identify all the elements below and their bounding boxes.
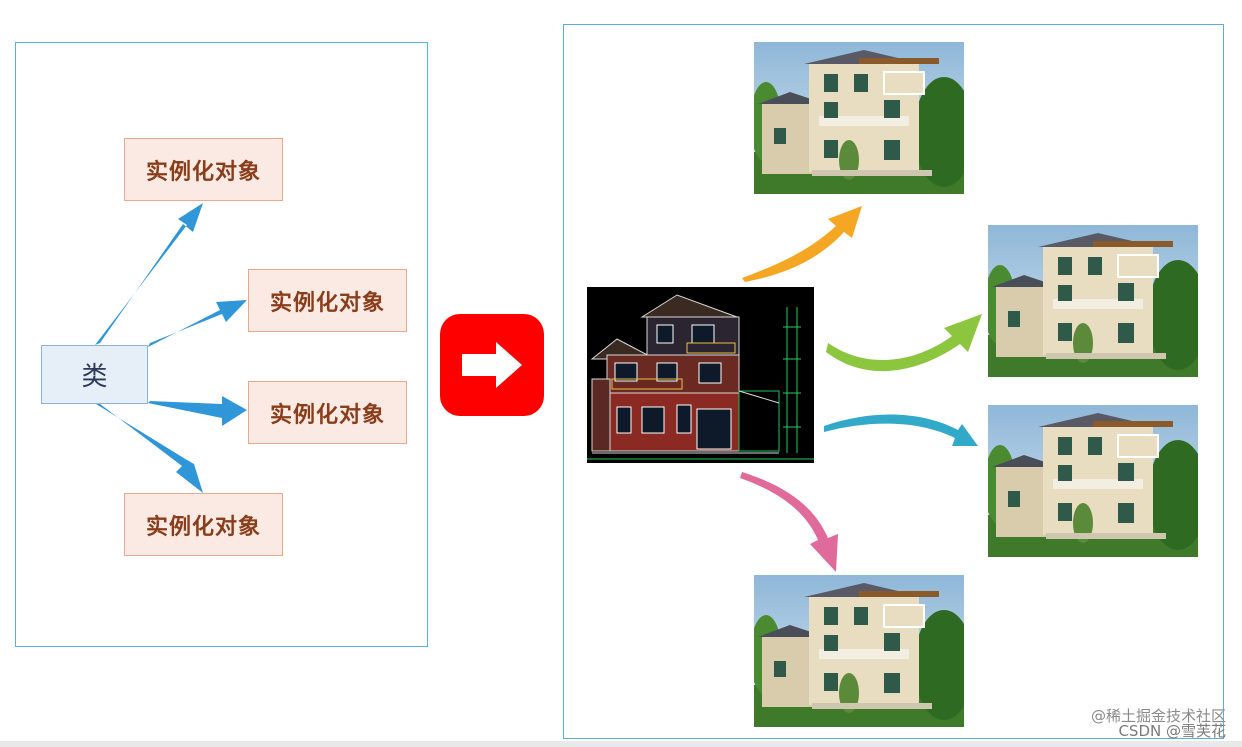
watermark-csdn: CSDN @雪芙花 (1118, 722, 1226, 740)
class-box: 类 (41, 345, 148, 404)
right-arrow-icon (462, 342, 522, 388)
watermark-juejin: @稀土掘金技术社区 (1090, 707, 1226, 725)
instance-label-2: 实例化对象 (269, 289, 385, 316)
house-photo-3 (988, 405, 1198, 557)
instance-box-3: 实例化对象 (248, 381, 407, 444)
instance-box-2: 实例化对象 (248, 269, 407, 332)
house-blueprint-image (587, 287, 814, 463)
instance-label-3: 实例化对象 (269, 401, 385, 428)
house-photo-1 (754, 42, 964, 194)
bottom-bar (0, 741, 1242, 747)
instance-label-1: 实例化对象 (145, 158, 261, 185)
instance-box-4: 实例化对象 (124, 493, 283, 556)
class-label: 类 (81, 362, 108, 392)
instance-label-4: 实例化对象 (145, 513, 261, 540)
instance-box-1: 实例化对象 (124, 138, 283, 201)
transform-arrow (440, 314, 544, 416)
house-photo-4 (754, 575, 964, 727)
house-photo-2 (988, 225, 1198, 377)
